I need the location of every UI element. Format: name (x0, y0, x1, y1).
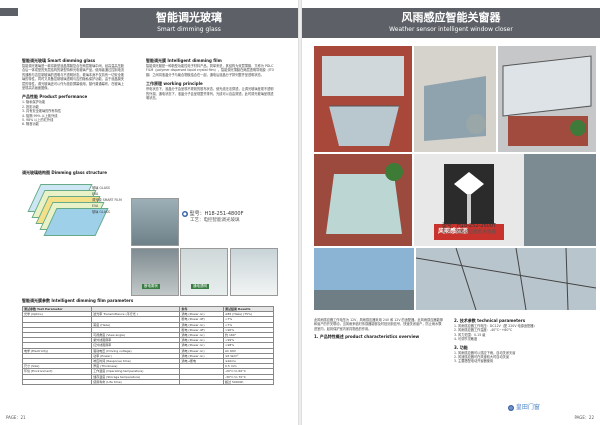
table-cell: 使用寿命 (Life time) (91, 378, 181, 386)
off-state-photo: 断电雾状 (131, 248, 179, 296)
table-row: 紫外线阻隔率通电 (Power on)>99% (21, 337, 274, 344)
glass-roof-photo (416, 248, 596, 310)
table-row: 使用寿命 (Life time) 超过 50000h (21, 378, 274, 386)
perf-item: 3. 具有安全玻璃的所有特性 (22, 109, 62, 114)
tech-head: 2. 技术参数 technical parameters (454, 318, 526, 323)
table-cell: ≥85 (Haze) (75%) (223, 311, 274, 318)
layer-label: 调光膜 SMART FILM (92, 198, 122, 202)
brand-icon: ◎ (508, 404, 514, 411)
tech-block: 2. 技术参数 technical parameters 1. 风雨感应器工作电… (454, 318, 592, 364)
product-description: 此风雨感应器工作电压为 12V，风雨感应器采用 24V 和 12V 的适配器。此… (314, 318, 444, 340)
model-info: ● 型号：H18-251-4800F 工艺：电控智能调光玻璃 (182, 210, 243, 223)
floor-window-photo (314, 154, 412, 246)
model-text: 型号：H18-251-4800F (189, 211, 244, 217)
sky-photo (314, 248, 414, 310)
skylight-illustration (314, 46, 412, 152)
desc-head: 1. 产品特性概述 product characteristics overvi… (314, 334, 420, 340)
film-text: 智能调光膜是一种新型功能性电子材料产品，简单来说，其结构为双层薄膜、又称为 PD… (146, 64, 275, 77)
table-cell (21, 378, 93, 386)
left-page: 智能调光玻璃 Smart dimming glass 智能调光玻璃 Smart … (0, 0, 298, 425)
dimming-glass-photo (131, 198, 179, 246)
tech-item: 2. 风雨感应器工作温度：-40°C~+60°C (454, 328, 513, 333)
on-state-photo: 通电透明 (180, 248, 228, 296)
sensor-product-panel: 风雨感应器 (414, 154, 596, 246)
page-number-right: PAGE：22 (574, 415, 594, 420)
window-photo (230, 248, 278, 296)
skylight-photo-1 (314, 46, 412, 152)
tech-item: 1. 风雨感应器工作电压：DC12V（配 220V 电源适配器） (454, 324, 537, 328)
perf-item: 6. 隔音功能 (22, 122, 39, 127)
film-head: 智能调光膜 Intelligent dimming film (146, 58, 222, 63)
perf-item: 4. 阻隔 99% 以上紫外线 (22, 113, 58, 118)
left-title-en: Smart dimming glass (157, 26, 221, 33)
table-cell: 超过 50000h (223, 378, 274, 386)
layer-label: 玻璃 GLASS (92, 210, 110, 214)
table-cell: 储存温度 (Storage temperature) (91, 373, 181, 380)
feature-item: 3. 主要搭配电动开窗器使用 (454, 359, 494, 364)
layer-label: EVA (92, 204, 99, 208)
intro-block: 智能调光玻璃 Smart dimming glass 智能调光玻璃是一款将新型液… (22, 58, 124, 127)
col-header: 测试参数 Test Parameter (21, 305, 93, 313)
watermark-text: 皇田门窗 (515, 404, 540, 411)
left-side-bar (0, 8, 18, 16)
perf-item: 5. 98% 以上的红外线 (22, 118, 54, 123)
right-page: 风雨感应智能关窗器 Weather sensor intelligent win… (302, 0, 600, 425)
table-head: 智能调光膜参数 Intelligent dimming film paramet… (22, 298, 134, 303)
table-cell: 透光率 Transmittance (平行光 ) (91, 311, 181, 318)
right-title-en: Weather sensor intelligent window closer (389, 26, 513, 33)
feature-item: 1. 风雨感应器可以感应下雨，自动关闭天窗 (454, 350, 516, 355)
perf-item: 1. 隐私保护功能 (22, 100, 46, 105)
tech-item: 4. 可调节灵敏度 (454, 337, 478, 342)
process-text: 工艺：电控智能调光玻璃 (190, 218, 240, 223)
table-cell: 工作温度 (Operating temperature) (91, 368, 181, 375)
structure-head: 调光玻璃结构图 Dimming glass structure (22, 170, 107, 175)
desc-text: 此风雨感应器工作电压为 12V，风雨感应器采用 24V 和 12V 的适配器。此… (314, 318, 443, 331)
left-title-banner: 智能调光玻璃 Smart dimming glass (80, 8, 298, 38)
right-model-text: 型号：H18-252-2600T (442, 223, 497, 229)
skylight-photo-2 (414, 46, 496, 152)
left-title-cn: 智能调光玻璃 (156, 11, 222, 24)
right-model-info: 型号：H18-252-2600T 工艺：风雨感应智能关窗器 (442, 222, 496, 235)
right-title-cn: 风雨感应智能关窗器 (401, 11, 501, 24)
sunroom-photo (498, 46, 596, 152)
feature-item: 2. 风速感应器可在风速较大时自动关窗 (454, 355, 510, 360)
page-number-left: PAGE：21 (6, 415, 26, 420)
performance-head: 产品性能 Product performance (22, 94, 88, 100)
principle-text: 停电状态下，液晶分子会呈现不规则的散布状态，使光线无法穿透，让调光玻璃呈现不透明… (146, 87, 274, 101)
col-header: 测试结果 Results (223, 305, 274, 313)
right-process-text: 工艺：风雨感应智能关窗器 (442, 230, 496, 235)
intro-head: 智能调光玻璃 Smart dimming glass (22, 58, 96, 63)
tech-item: 3. 风力范围：0-15 级 (454, 332, 486, 337)
layer-label: EVA (92, 192, 99, 196)
intro-text: 智能调光玻璃是一款将新型液晶薄膜复合在两层玻璃中间，经高温高压胶合后一体成型的夹… (22, 64, 124, 91)
params-table: 测试参数 Test Parameter 条件 测试结果 Results 光学 (… (21, 305, 274, 386)
sensor-logo-text: 风雨感应器 (438, 228, 469, 235)
right-title-banner: 风雨感应智能关窗器 Weather sensor intelligent win… (302, 8, 600, 38)
on-caption: 通电透明 (191, 284, 209, 289)
perf-item: 2. 投影功能 (22, 104, 39, 109)
watermark: ◎ 皇田门窗 (508, 402, 540, 411)
table-header-row: 测试参数 Test Parameter 条件 测试结果 Results (21, 305, 274, 313)
off-caption: 断电雾状 (142, 284, 160, 289)
layer-label: 玻璃 GLASS (92, 186, 110, 190)
page-gutter (298, 0, 302, 425)
features-head: 3. 功能 (454, 344, 468, 350)
info-icon: ● (182, 210, 188, 217)
principle-head: 工作原理 working principle (146, 81, 203, 87)
table-cell (179, 378, 224, 386)
film-block: 智能调光膜 Intelligent dimming film 智能调光膜是一种新… (146, 58, 276, 100)
